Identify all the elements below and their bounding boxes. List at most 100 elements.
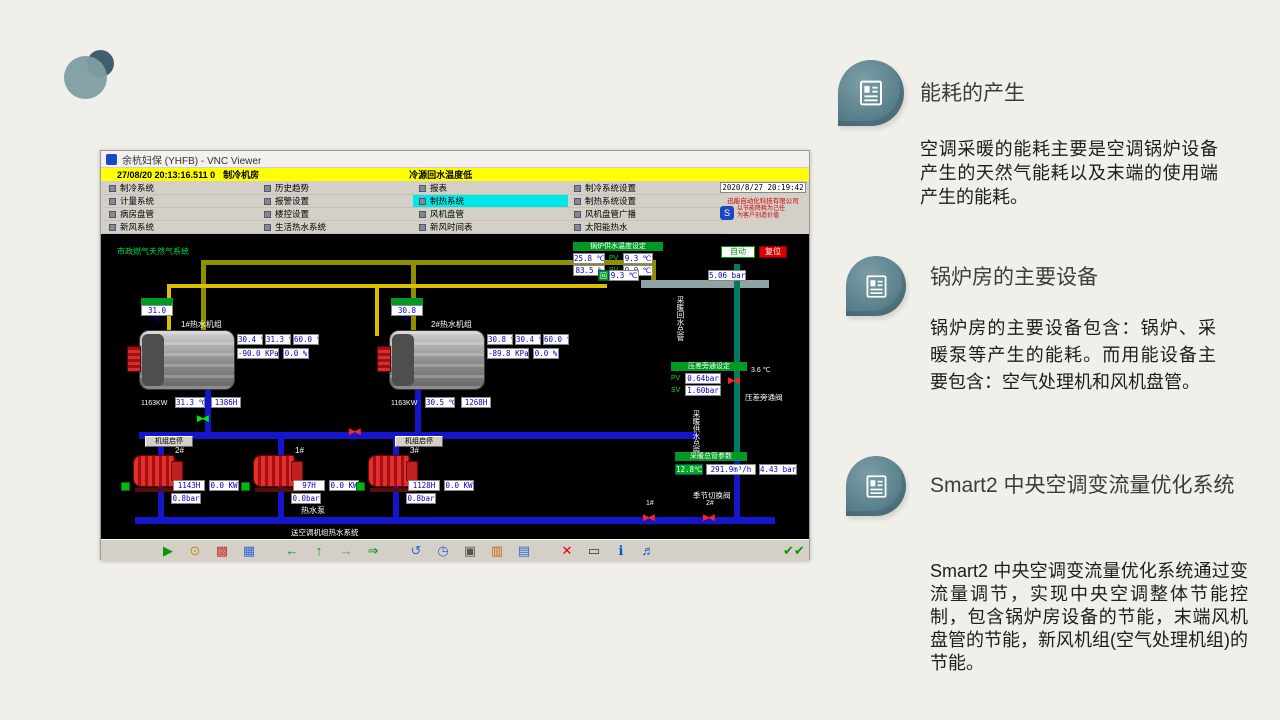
menu-item-icon xyxy=(109,197,116,205)
supply-header-label: 采暖供水总管 xyxy=(692,410,701,455)
pump-2[interactable] xyxy=(131,448,187,494)
pump-foot xyxy=(255,488,301,492)
pump3-pressure: 0.8bar xyxy=(406,493,436,504)
boiler1-valve-icon[interactable]: ▶◀ xyxy=(197,413,209,423)
boiler2-name: 2#热水机组 xyxy=(431,320,472,329)
season-valve-1-icon[interactable]: ▶◀ xyxy=(643,512,655,522)
info-icon[interactable]: ℹ xyxy=(618,543,624,558)
boiler2[interactable] xyxy=(389,330,485,390)
menu-item-fresh-air-schedule[interactable]: 新风时间表 xyxy=(413,221,568,234)
boiler1-temp1: 30.4 ℃ xyxy=(237,334,263,345)
menu-item-label: 制冷系统设置 xyxy=(585,183,637,193)
boiler2-setpoint: 60.0 ℃ xyxy=(543,334,569,345)
sound-icon[interactable]: ♬ xyxy=(641,543,655,558)
boiler2-temp1: 30.8 ℃ xyxy=(487,334,513,345)
season-valve-2-icon[interactable]: ▶◀ xyxy=(703,512,715,522)
pump-1[interactable] xyxy=(251,448,307,494)
boiler2-load: 0.0 % xyxy=(533,348,559,359)
collector-valve-icon[interactable]: ▶◀ xyxy=(349,426,361,436)
clock-icon[interactable]: ◷ xyxy=(437,543,449,558)
menu-item-cooling-system[interactable]: 制冷系统 xyxy=(103,182,258,195)
run-icon[interactable]: ▶ xyxy=(163,543,173,558)
gas-pipe-drop-1 xyxy=(201,260,206,336)
flow-meter-riser xyxy=(734,460,740,517)
menu-item-icon xyxy=(574,223,581,231)
bypass-sv-label: SV xyxy=(671,387,681,394)
menu-item-icon xyxy=(109,184,116,192)
menu-item-report[interactable]: 报表 xyxy=(413,182,568,195)
accept-icon[interactable]: ✔✔ xyxy=(783,543,805,558)
boiler1-start-stop-button[interactable]: 机组启停 xyxy=(145,436,193,447)
pump1-pressure: 0.0bar xyxy=(291,493,321,504)
menu-item-ward-fancoil[interactable]: 病房盘管 xyxy=(103,208,258,221)
flue-header xyxy=(141,298,173,305)
section3-body: Smart2 中央空调变流量优化系统通过变流量调节，实现中央空调整体节能控制，包… xyxy=(930,561,1248,673)
menu-item-icon xyxy=(109,223,116,231)
menu-item-fresh-air-system[interactable]: 新风系统 xyxy=(103,221,258,234)
menu-item-fancoil[interactable]: 风机盘管 xyxy=(413,208,568,221)
boiler2-start-stop-button[interactable]: 机组启停 xyxy=(395,436,443,447)
menu-item-icon xyxy=(574,210,581,218)
document-glyph xyxy=(866,274,886,298)
menu-item-floor-settings[interactable]: 楼控设置 xyxy=(258,208,413,221)
menu-item-label: 病房盘管 xyxy=(120,209,155,219)
menu-item-icon xyxy=(419,184,426,192)
window-titlebar[interactable]: 余杭妇保 (YHFB) - VNC Viewer xyxy=(101,151,809,168)
pump2-pressure: 0.8bar xyxy=(171,493,201,504)
pump-body xyxy=(368,455,410,487)
delete-icon[interactable]: ✕ xyxy=(561,543,573,558)
reset-button[interactable]: 复位 xyxy=(759,246,787,258)
menu-item-metering-system[interactable]: 计量系统 xyxy=(103,195,258,208)
chart-icon[interactable]: ▥ xyxy=(490,543,504,558)
menu-item-fancoil-broadcast[interactable]: 风机盘管广播 xyxy=(568,208,723,221)
refresh-icon[interactable]: ↺ xyxy=(410,543,422,558)
menu-item-alarm-settings[interactable]: 报警设置 xyxy=(258,195,413,208)
pump1-number: 1# xyxy=(295,446,304,455)
pump-cap xyxy=(406,461,418,481)
bypass-sv: 1.60bar xyxy=(685,385,721,396)
pump-body xyxy=(253,455,295,487)
back-icon[interactable]: ← xyxy=(285,543,299,558)
section3-document-pin-icon xyxy=(846,456,906,516)
document-glyph xyxy=(860,80,882,106)
auto-mode-button[interactable]: 自动 xyxy=(721,246,755,258)
print-icon[interactable]: ▭ xyxy=(587,543,601,558)
menu-item-heating-settings[interactable]: 制热系统设置 xyxy=(568,195,723,208)
pump-3[interactable] xyxy=(366,448,422,494)
menu-item-heating-system[interactable]: 制热系统 xyxy=(413,195,568,208)
up-icon[interactable]: ↑ xyxy=(315,543,323,558)
boiler1-flue-temp: 31.0 ℃ xyxy=(141,305,173,324)
palette-icon[interactable]: ▩ xyxy=(215,543,229,558)
pump3-number: 3# xyxy=(410,446,419,455)
grid-icon[interactable]: ▦ xyxy=(242,543,256,558)
documents-icon[interactable]: ▤ xyxy=(517,543,531,558)
bypass-valve-label: 压差旁通阀 xyxy=(745,393,783,402)
menu-item-history-trend[interactable]: 历史趋势 xyxy=(258,182,413,195)
boiler1-pressure: -90.0 KPa xyxy=(237,348,279,359)
vnc-icon xyxy=(106,153,117,165)
pump1-power: 0.0 KW xyxy=(329,480,359,491)
hmi-header: 制冷系统 历史趋势 报表 制冷系统设置 计量系统 报警设置 制热系统 制热系统设… xyxy=(101,181,809,234)
vnc-window: 余杭妇保 (YHFB) - VNC Viewer 27/08/20 20:13:… xyxy=(100,150,810,561)
boiler2-pressure: -89.8 KPa xyxy=(487,348,529,359)
fast-forward-icon[interactable]: ⇒ xyxy=(367,543,379,558)
boiler2-flue-temp: 30.8 ℃ xyxy=(391,305,423,324)
supply-pv: 9.3 ℃ xyxy=(623,253,653,264)
window-title: 余杭妇保 (YHFB) - VNC Viewer xyxy=(122,155,262,167)
menu-item-domestic-hot-water[interactable]: 生活热水系统 xyxy=(258,221,413,234)
menu-item-label: 生活热水系统 xyxy=(275,222,327,232)
supply-setting-title: 锅炉供水温度设定 xyxy=(573,242,663,251)
flue-header xyxy=(391,298,423,305)
menu-item-cooling-settings[interactable]: 制冷系统设置 xyxy=(568,182,723,195)
return-header-label: 采暖回水总管 xyxy=(676,296,685,341)
gas-system-label: 市政燃气天然气系统 xyxy=(117,247,189,256)
forward-icon[interactable]: → xyxy=(339,543,353,558)
menu-item-solar-hot-water[interactable]: 太阳能热水 xyxy=(568,221,723,234)
alarm-banner[interactable]: 27/08/20 20:13:16.511 0 制冷机房 冷源回水温度低 xyxy=(101,168,809,181)
boiler1[interactable] xyxy=(139,330,235,390)
menu-item-icon xyxy=(419,197,426,205)
bypass-valve-icon[interactable]: ▶◀ xyxy=(728,375,740,385)
key-icon[interactable]: ⊙ xyxy=(189,543,201,558)
save-icon[interactable]: ▣ xyxy=(463,543,477,558)
menu-item-icon xyxy=(419,210,426,218)
